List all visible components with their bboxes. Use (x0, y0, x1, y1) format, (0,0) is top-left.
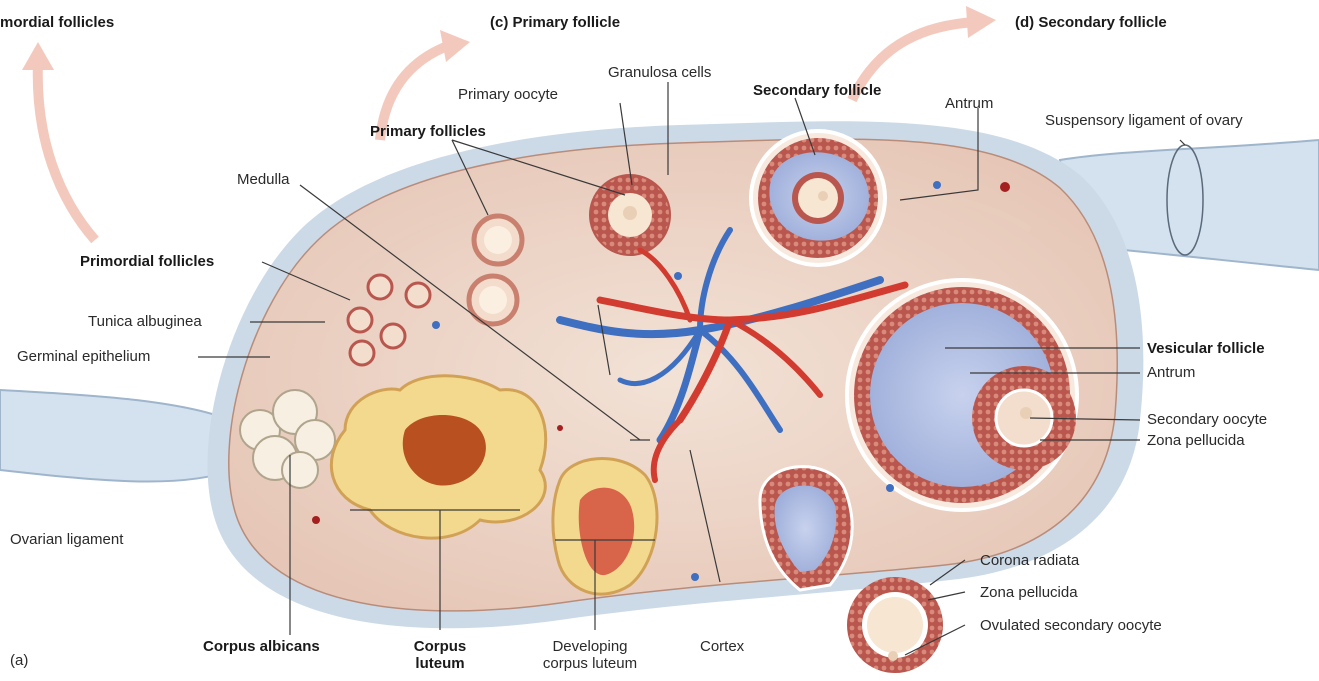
label-secondary-oocyte: Secondary oocyte (1147, 411, 1267, 428)
label-antrum-right: Antrum (1147, 364, 1195, 381)
label-corona-radiata: Corona radiata (980, 552, 1079, 569)
label-germinal-epithelium: Germinal epithelium (17, 348, 150, 365)
panel-label-primordial-follicles: mordial follicles (0, 14, 114, 31)
arrow-head-primary (440, 30, 470, 62)
label-ovulated-secondary-oocyte: Ovulated secondary oocyte (980, 617, 1162, 634)
label-corpus-luteum-line1: Corpus (410, 638, 470, 655)
label-secondary-follicle: Secondary follicle (753, 82, 881, 99)
label-developing-corpus-luteum-line1: Developing (530, 638, 650, 655)
label-ovarian-ligament: Ovarian ligament (10, 531, 123, 548)
label-zona-pellucida-bottom: Zona pellucida (980, 584, 1078, 601)
label-developing-corpus-luteum-line2: corpus luteum (530, 655, 650, 672)
panel-label-secondary-follicle: (d) Secondary follicle (1015, 14, 1167, 31)
panel-label-a: (a) (10, 652, 28, 669)
label-granulosa-cells: Granulosa cells (608, 64, 711, 81)
arrow-head-primordial (22, 42, 54, 70)
label-zona-pellucida-right: Zona pellucida (1147, 432, 1245, 449)
panel-label-primary-follicle: (c) Primary follicle (490, 14, 620, 31)
label-corpus-albicans: Corpus albicans (203, 638, 320, 655)
label-primordial-follicles: Primordial follicles (80, 253, 214, 270)
label-cortex: Cortex (700, 638, 744, 655)
label-vesicular-follicle: Vesicular follicle (1147, 340, 1265, 357)
label-tunica-albuginea: Tunica albuginea (88, 313, 202, 330)
arrow-to-primordial (38, 62, 95, 240)
label-primary-follicles: Primary follicles (370, 123, 486, 140)
label-suspensory-ligament: Suspensory ligament of ovary (1045, 112, 1243, 129)
secondary-follicle-top (751, 131, 885, 265)
arrow-head-secondary (966, 6, 996, 38)
vesicular-follicle (847, 280, 1077, 510)
label-antrum-top: Antrum (945, 95, 993, 112)
ovarian-ligament (0, 390, 232, 482)
label-medulla: Medulla (237, 171, 290, 188)
label-primary-oocyte: Primary oocyte (458, 86, 558, 103)
label-corpus-luteum-line2: luteum (410, 655, 470, 672)
